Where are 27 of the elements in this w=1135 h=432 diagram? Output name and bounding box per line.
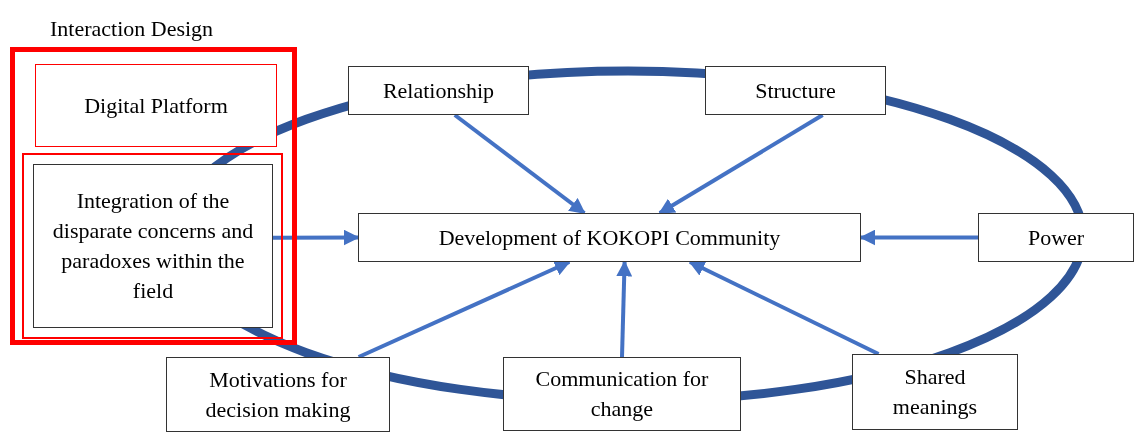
box-label: Structure: [754, 76, 837, 105]
box-label: Development of KOKOPI Community: [437, 223, 782, 252]
arrow: [357, 260, 571, 359]
arrow: [273, 229, 360, 246]
process-box: [35, 64, 277, 147]
box-label: Motivations for decision making: [204, 365, 352, 424]
process-box: [705, 66, 886, 115]
arrow: [859, 229, 978, 246]
arrow: [658, 113, 824, 215]
box-label: Communication for change: [534, 365, 710, 423]
process-box: [166, 357, 390, 432]
group-title: Interaction Design: [50, 15, 214, 43]
box-label: Digital Platform: [83, 91, 229, 120]
process-box: [33, 164, 273, 328]
arrow: [616, 260, 633, 358]
process-box: [978, 213, 1134, 262]
process-box: [503, 357, 741, 431]
process-box: [348, 66, 529, 115]
arrow: [453, 113, 586, 215]
box-label: Integration of the disparate concerns and paradoxes within the field: [51, 187, 255, 305]
box-label: Shared meanings: [891, 363, 979, 421]
process-box: [358, 213, 861, 262]
box-label: Relationship: [381, 76, 496, 105]
process-box: [852, 354, 1018, 430]
group-frame: [22, 153, 283, 339]
arrow: [688, 260, 880, 356]
box-label: Power: [1026, 223, 1086, 252]
